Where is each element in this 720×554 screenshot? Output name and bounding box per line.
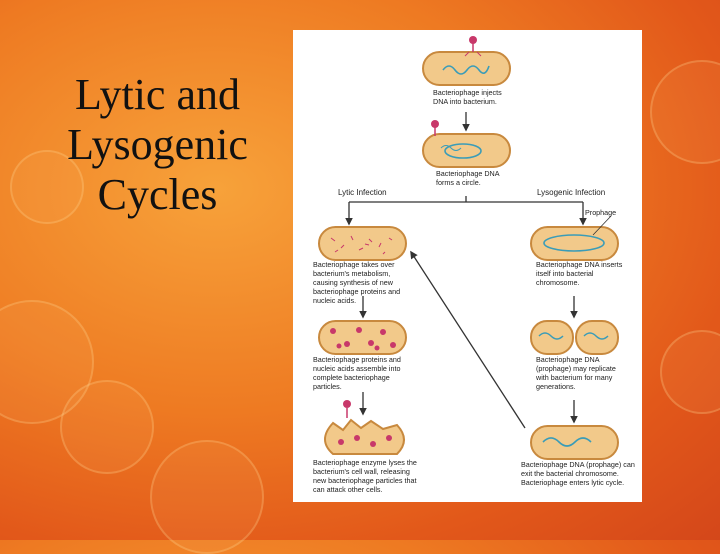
lytic-header: Lytic Infection [338,188,387,197]
diagram-graphics [318,36,619,460]
bacterium-cell-lytic-2 [318,320,407,355]
bacterium-cell-lytic-1 [318,226,407,261]
bokeh-circle [60,380,154,474]
lyso-step3-caption: Bacteriophage DNA (prophage) can exit th… [521,460,635,487]
lyso-step1-caption: Bacteriophage DNA inserts itself into ba… [536,260,623,287]
bokeh-circle [0,300,94,424]
title-line: Lytic and [75,70,240,119]
bacterium-cell-infection [422,51,511,86]
bokeh-circle [650,60,720,164]
bacterium-cell-lysis [324,418,405,455]
step1-caption: Bacteriophage injects DNA into bacterium… [433,88,502,106]
lyso-step2-caption: Bacteriophage DNA (prophage) may replica… [536,355,616,391]
bokeh-circle [150,440,264,554]
lytic-step3-caption: Bacteriophage enzyme lyses the bacterium… [313,458,417,494]
title-line: Lysogenic [67,120,248,169]
bacterium-cell-lysogenic-2 [530,320,619,355]
return-to-lytic-arrow [410,250,526,429]
released-phage-icon [343,400,351,418]
bokeh-circle [660,330,720,414]
slide-title: Lytic and Lysogenic Cycles [30,70,285,220]
cycle-diagram: Bacteriophage injects DNA into bacterium… [293,30,642,502]
lysogenic-header: Lysogenic Infection [537,188,606,197]
lytic-step2-caption: Bacteriophage proteins and nucleic acids… [313,355,401,391]
bacterium-cell-lysogenic-1 [530,226,619,261]
title-line: Cycles [97,170,218,219]
step2-caption: Bacteriophage DNA forms a circle. [436,169,500,187]
lytic-step1-caption: Bacteriophage takes over bacterium's met… [313,260,401,305]
prophage-label: Prophage [585,208,617,217]
bacterium-cell-lysogenic-3 [530,425,619,460]
prophage-pointer [592,215,612,236]
phage-icon [464,36,482,57]
phage-icon [431,120,439,136]
bokeh-circle [10,150,84,224]
bacterium-cell-dna-circle [422,133,511,168]
